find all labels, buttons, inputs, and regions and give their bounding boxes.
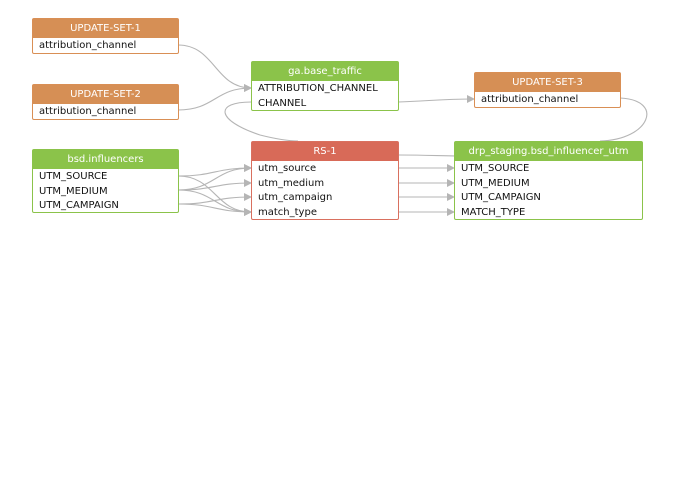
node-update-set-2[interactable]: UPDATE-SET-2 attribution_channel [32, 84, 179, 120]
field-utm-source[interactable]: utm_source [258, 163, 317, 174]
node-title: ga.base_traffic [252, 62, 398, 81]
field-attribution-channel[interactable]: attribution_channel [39, 40, 137, 51]
edge-src-to-utm-medium [177, 179, 252, 191]
field-utm-campaign[interactable]: UTM_CAMPAIGN [39, 200, 119, 211]
node-title: drp_staging.bsd_influencer_utm [455, 142, 642, 161]
field-attribution-channel[interactable]: ATTRIBUTION_CHANNEL [258, 83, 378, 94]
node-drp-staging-bsd-influencer-utm[interactable]: drp_staging.bsd_influencer_utm UTM_SOURC… [454, 141, 643, 220]
field-attribution-channel[interactable]: attribution_channel [39, 106, 137, 117]
node-title: bsd.influencers [33, 150, 178, 169]
field-channel[interactable]: CHANNEL [258, 97, 307, 109]
node-update-set-3[interactable]: UPDATE-SET-3 attribution_channel [474, 72, 621, 108]
field-utm-medium[interactable]: UTM_MEDIUM [461, 177, 530, 189]
field-utm-source[interactable]: UTM_SOURCE [461, 163, 530, 174]
node-update-set-1[interactable]: UPDATE-SET-1 attribution_channel [32, 18, 179, 54]
node-title: UPDATE-SET-2 [33, 85, 178, 104]
node-title: UPDATE-SET-3 [475, 73, 620, 92]
node-title: RS-1 [252, 142, 398, 161]
field-match-type[interactable]: MATCH_TYPE [461, 206, 526, 218]
edge-rs1-to-drp-top [397, 154, 459, 157]
edge-ga-to-update-set-3 [397, 95, 475, 104]
node-bsd-influencers[interactable]: bsd.influencers UTM_SOURCE UTM_MEDIUM UT… [32, 149, 179, 213]
edge-src-to-match-type-b [177, 189, 252, 216]
edge-update-set-1-to-ga-attribution [177, 44, 252, 92]
field-utm-campaign[interactable]: UTM_CAMPAIGN [461, 192, 541, 203]
field-utm-medium[interactable]: UTM_MEDIUM [39, 185, 108, 197]
edge-src-to-match-type-c [177, 203, 252, 216]
node-rs-1[interactable]: RS-1 utm_source utm_medium utm_campaign … [251, 141, 399, 220]
edge-src-to-utm-source [177, 164, 252, 177]
field-utm-medium[interactable]: utm_medium [258, 177, 325, 189]
edge-src-to-utm-source-b [177, 164, 252, 191]
node-title: UPDATE-SET-1 [33, 19, 178, 38]
field-attribution-channel[interactable]: attribution_channel [481, 94, 579, 105]
edge-update-set-2-to-ga-attribution [177, 84, 252, 111]
node-ga-base-traffic[interactable]: ga.base_traffic ATTRIBUTION_CHANNEL CHAN… [251, 61, 399, 111]
edge-src-to-match-type-a [177, 175, 252, 216]
field-utm-source[interactable]: UTM_SOURCE [39, 171, 108, 182]
field-match-type[interactable]: match_type [258, 206, 317, 218]
edge-src-to-utm-campaign [177, 193, 252, 205]
field-utm-campaign[interactable]: utm_campaign [258, 192, 333, 203]
